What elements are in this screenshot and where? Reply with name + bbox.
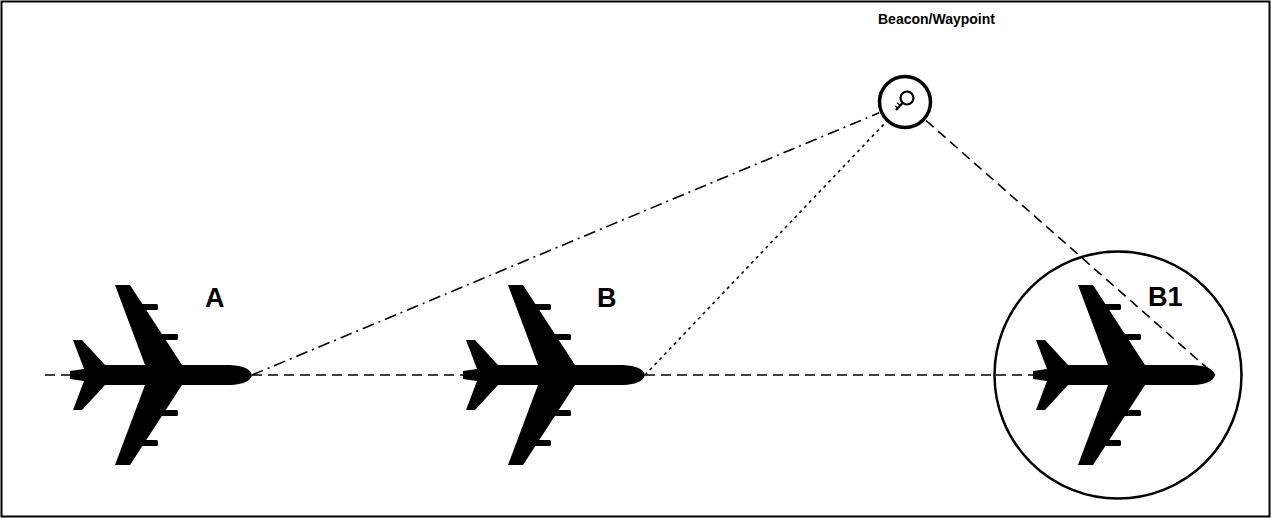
beacon-symbol	[877, 74, 933, 130]
beacon-node: Beacon/Waypoint	[877, 74, 933, 130]
sight-line	[645, 374, 993, 376]
aircraft-label: A	[205, 285, 225, 312]
aircraft-symbol	[463, 280, 645, 470]
aircraft-symbol	[70, 280, 252, 470]
flight-path	[45, 374, 72, 376]
aircraft-label: B1	[1148, 284, 1183, 311]
aircraft-symbol	[993, 250, 1243, 500]
sight-line	[252, 113, 879, 375]
aircraft-node: A	[70, 280, 252, 470]
aircraft-ring-node: B1	[993, 250, 1243, 500]
aircraft-label: B	[597, 285, 617, 312]
aircraft-node: B	[463, 280, 645, 470]
sight-line	[252, 374, 463, 376]
sight-line	[645, 122, 886, 375]
beacon-label: Beacon/Waypoint	[878, 12, 995, 26]
sight-line	[926, 121, 1215, 375]
